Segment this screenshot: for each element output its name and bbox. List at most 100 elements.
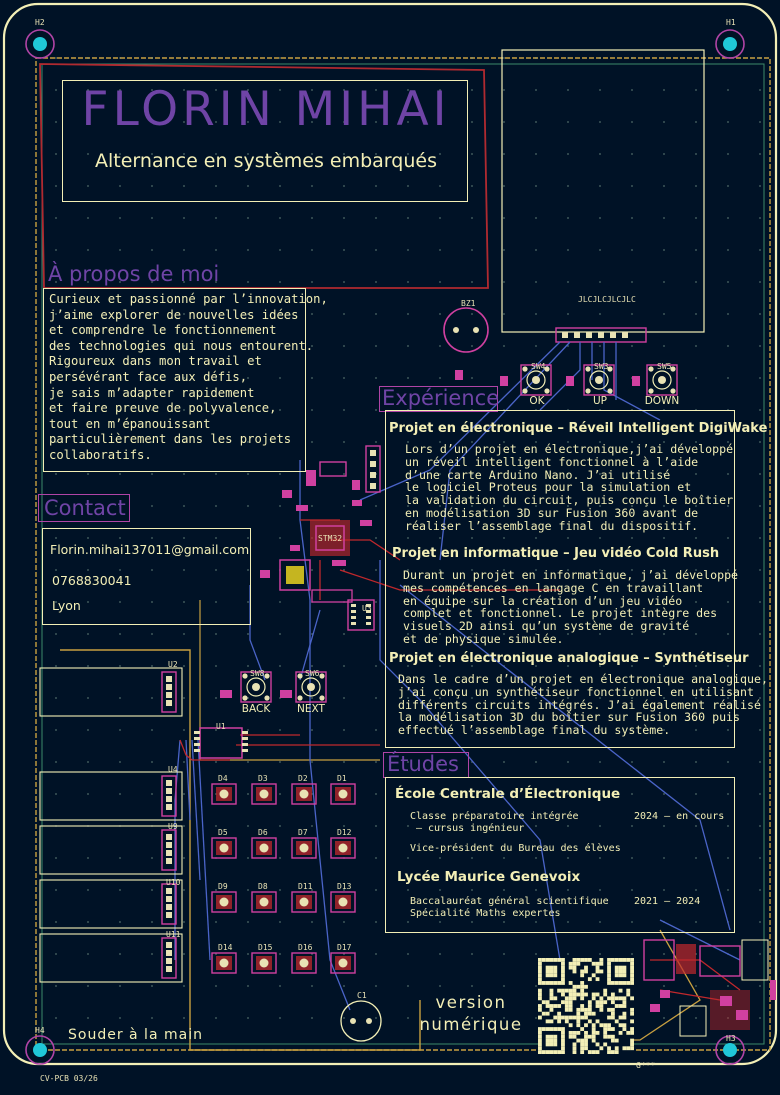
school-1-date: 2024 – en cours xyxy=(634,811,725,822)
mount-holes xyxy=(25,29,745,1065)
led-label: D15 xyxy=(258,943,273,952)
contact-card xyxy=(42,528,251,625)
experience-heading: Expérience xyxy=(382,386,500,410)
buzzer-footprint: BZ1 xyxy=(443,299,489,353)
experience-title-3: Projet en électronique analogique – Synt… xyxy=(389,651,749,666)
experience-body-3-line: Dans le cadre d’un projet en électroniqu… xyxy=(398,672,768,686)
label-u2: U2 xyxy=(168,660,178,669)
school-1-program-line1: Classe préparatoire intégrée xyxy=(410,811,579,822)
label-c1: C1 xyxy=(357,991,367,1000)
about-text-line: Rigoureux dans mon travail et xyxy=(49,354,262,369)
person-name: FLORIN MIHAI xyxy=(81,82,451,137)
mcu-cluster xyxy=(260,445,381,631)
education-heading: Études xyxy=(387,752,460,776)
contact-city: Lyon xyxy=(52,598,81,613)
experience-body-1-line: la validation du circuit, puis conçu le … xyxy=(405,493,734,508)
about-text-line: des technologies qui nous entourent. xyxy=(49,338,314,353)
power-cluster xyxy=(643,939,776,1037)
about-text-line: particulièrement dans les projets xyxy=(49,432,292,447)
button-resistors xyxy=(220,370,640,698)
about-heading: À propos de moi xyxy=(48,262,220,286)
experience-card xyxy=(385,410,735,748)
next-button-label: NEXT xyxy=(297,703,325,715)
lcd-header xyxy=(555,327,647,343)
led-label: D14 xyxy=(218,943,233,952)
label-h1: H1 xyxy=(726,18,736,27)
header-card xyxy=(62,80,468,202)
experience-body-2-line: en équipe sur la création d’un jeu vidéo xyxy=(403,593,683,608)
board-outline xyxy=(2,2,778,1066)
school-1-role: Vice-président du Bureau des élèves xyxy=(410,843,621,854)
led-label: D13 xyxy=(337,882,352,891)
push-button-footprints xyxy=(240,364,678,703)
label-h4: H4 xyxy=(35,1026,45,1035)
experience-body-2-line: et de physique simulée. xyxy=(403,631,564,646)
experience-heading-frame xyxy=(379,386,498,412)
label-u1: U1 xyxy=(216,722,226,731)
led-label: D6 xyxy=(258,828,268,837)
label-stm32: STM32 xyxy=(318,534,343,543)
education-card xyxy=(385,777,735,933)
experience-body-3-line: différents circuits intégrés. J’ai égale… xyxy=(398,697,761,712)
label-h3: H3 xyxy=(726,1034,736,1043)
label-sw3: SW3 xyxy=(594,362,609,371)
capacitor-c1 xyxy=(340,1000,382,1042)
about-text-line: tout en m’épanouissant xyxy=(49,416,211,431)
led-label: D5 xyxy=(218,828,228,837)
experience-body-3-line: la modélisation 3D du boîtier sur Fusion… xyxy=(398,710,741,725)
via-dots xyxy=(55,57,761,1019)
experience-body-2-line: Durant un projet en informatique, j’ai d… xyxy=(403,568,739,582)
led-label: D9 xyxy=(218,882,228,891)
experience-body-2-line: complet et fonctionnel. Le projet intègr… xyxy=(403,606,718,621)
label-gnd: G*** xyxy=(636,1061,656,1070)
led-label: D1 xyxy=(337,774,347,783)
experience-body-1-line: Lors d’un projet en électronique,j’ai dé… xyxy=(405,442,734,456)
school-1-program-line2: – cursus ingénieur xyxy=(416,822,525,834)
about-text-line: persévérant face aux défis, xyxy=(49,369,248,384)
label-u4: U4 xyxy=(168,765,178,774)
lcd-header-pins xyxy=(562,332,628,338)
school-2-date: 2021 – 2024 xyxy=(634,896,701,907)
experience-body-1-line: le logiciel Proteus pour la simulation e… xyxy=(405,480,692,495)
contact-heading-frame xyxy=(38,494,130,522)
label-sw5: SW5 xyxy=(657,362,672,371)
about-text-line: je sais m’adapter rapidement xyxy=(49,385,255,400)
sensor-modules xyxy=(39,667,183,983)
driver-ic-u1 xyxy=(194,727,248,759)
lcd-module-outline xyxy=(501,49,705,333)
about-text: Curieux et passionné par l’innovation,j’… xyxy=(49,292,328,464)
school-1-program: Classe préparatoire intégrée – cursus in… xyxy=(410,811,579,834)
job-title: Alternance en systèmes embarqués xyxy=(95,150,437,172)
school-2-name: Lycée Maurice Genevoix xyxy=(397,869,581,885)
school-2-program: Baccalauréat général scientifique Spécia… xyxy=(410,896,609,919)
orange-traces xyxy=(60,649,421,1051)
label-sw8: SW8 xyxy=(250,669,265,678)
contact-phone[interactable]: 0768830041 xyxy=(52,573,132,588)
led-label: D12 xyxy=(337,828,352,837)
label-u10: U10 xyxy=(166,878,181,887)
board-id: CV-PCB 03/26 xyxy=(40,1074,98,1083)
led-label: D2 xyxy=(298,774,308,783)
zone-outline-red xyxy=(39,63,489,289)
about-text-line: et faire preuve de polyvalence, xyxy=(49,401,277,416)
contact-email[interactable]: Florin.mihai137011@gmail.com xyxy=(50,542,250,557)
experience-body-2-line: visuels 2D ainsi qu’un système de gravit… xyxy=(403,619,690,634)
led-matrix xyxy=(211,783,356,974)
experience-body-1-line: un réveil intelligent fonctionnel à l’ai… xyxy=(405,454,699,469)
label-sw4: SW4 xyxy=(531,362,546,371)
school-1-name: École Centrale d’Électronique xyxy=(395,786,621,802)
experience-body-1: Lors d’un projet en électronique,j’ai dé… xyxy=(405,443,733,533)
school-2-program-line1: Baccalauréat général scientifique xyxy=(410,896,609,907)
version-label: version numérique xyxy=(408,992,534,1036)
back-button-label: BACK xyxy=(241,703,271,715)
experience-body-3: Dans le cadre d’un projet en électroniqu… xyxy=(398,673,768,737)
experience-body-1-line: d’une carte Arduino Nano. J’ai utilisé xyxy=(405,467,671,482)
led-label: D17 xyxy=(337,943,352,952)
about-text-line: collaboratifs. xyxy=(49,447,152,462)
about-text-line: j’aime explorer de nouvelles idées xyxy=(49,307,299,322)
experience-title-1: Projet en électronique – Réveil Intellig… xyxy=(389,421,768,436)
qr-code xyxy=(538,958,634,1054)
down-button-label: DOWN xyxy=(644,395,680,407)
about-card xyxy=(43,288,306,472)
